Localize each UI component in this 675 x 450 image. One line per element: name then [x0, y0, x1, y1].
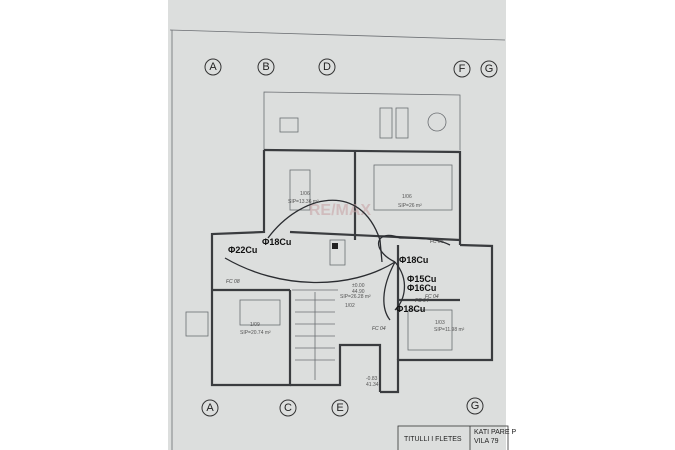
fc-label: FC 06	[430, 239, 444, 245]
level-mark: ±0.00	[352, 283, 365, 289]
room-area: SIP=11.98 m²	[434, 327, 465, 333]
pipe-label: Φ18Cu	[399, 255, 428, 265]
pipe-label: Φ18Cu	[396, 304, 425, 314]
level-mark: -0.83	[366, 376, 378, 382]
title-block: TITULLI I FLETES KATI PARE P VILA 79	[397, 425, 516, 450]
grid-label: G	[485, 63, 494, 75]
pipe-routes	[224, 199, 451, 321]
grid-label: A	[209, 61, 217, 73]
paper-sheet	[168, 0, 506, 450]
pipe-label: Φ16Cu	[407, 283, 436, 293]
grid-top: A B D F G	[204, 58, 498, 78]
room-area: SIP=13.36 m²	[288, 199, 319, 205]
grid-label: G	[471, 400, 480, 412]
fc-labels: FC 06 FC 08 FC 04 FC 04 FC 04	[226, 239, 444, 332]
room-id: 1/09	[250, 322, 260, 328]
level-sub: 44.90	[352, 289, 365, 295]
grid-label: F	[459, 63, 466, 75]
grid-label: D	[323, 61, 331, 73]
pipe-labels: Φ22Cu Φ18Cu Φ18Cu Φ15Cu Φ16Cu Φ18Cu	[228, 237, 436, 314]
pipe-label: Φ18Cu	[262, 237, 291, 247]
title-block-line1: KATI PARE P	[474, 429, 516, 436]
title-block-label: TITULLI I FLETES	[404, 436, 462, 443]
room-area: SIP=26.28 m²	[340, 294, 371, 300]
fc-label: FC 04	[372, 326, 386, 332]
room-id: 1/03	[435, 320, 445, 326]
title-block-line2: VILA 79	[474, 438, 499, 445]
grid-label: B	[262, 61, 269, 73]
border-line	[169, 29, 506, 41]
grid-label: A	[206, 402, 214, 414]
fc-label: FC 04	[425, 294, 439, 300]
room-id: 1/06	[402, 194, 412, 200]
room-area: SIP=26 m²	[398, 203, 422, 209]
fc-label: FC 04	[415, 298, 429, 304]
grid-bottom: A C E G	[201, 397, 484, 417]
pipe-label: Φ15Cu	[407, 274, 436, 284]
pipe-label: Φ22Cu	[228, 245, 257, 255]
walls	[185, 91, 494, 394]
room-labels: 1/06 SIP=13.36 m² 1/06 SIP=26 m² 1/09 SI…	[240, 191, 465, 388]
grid-label: E	[336, 402, 343, 414]
level-sub: 41.34	[366, 382, 379, 388]
fc-label: FC 08	[226, 279, 240, 285]
room-area: SIP=20.74 m²	[240, 330, 271, 336]
room-id: 1/06	[300, 191, 310, 197]
grid-label: C	[284, 402, 292, 414]
room-id: 1/02	[345, 303, 355, 309]
